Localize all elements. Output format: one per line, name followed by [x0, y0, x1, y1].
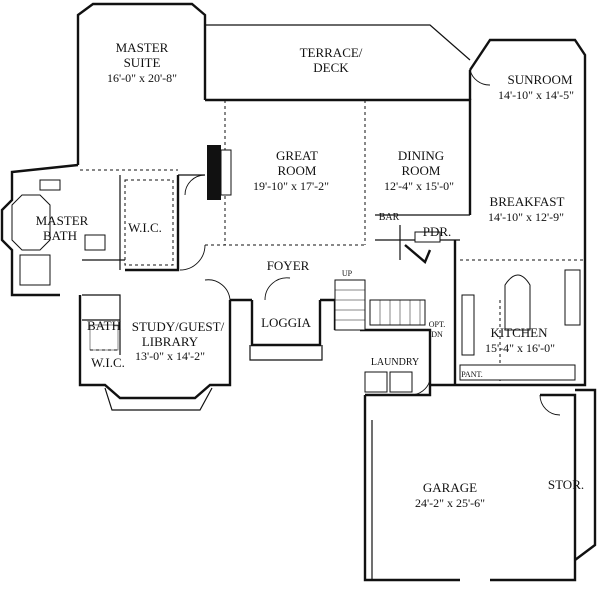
opt-dn-label-2: DN	[431, 330, 443, 339]
foyer-label: FOYER	[267, 258, 310, 273]
study-wall	[78, 295, 232, 400]
garage-label: GARAGE	[423, 480, 477, 495]
study-dims: 13'-0" x 14'-2"	[135, 349, 205, 363]
tub	[11, 194, 51, 251]
pdr-label: PDR.	[423, 224, 452, 239]
sunroom-wall	[469, 38, 587, 255]
master-bath-fixtures	[11, 179, 106, 286]
master-suite-label-2: SUITE	[124, 55, 161, 70]
stair-wall	[320, 298, 337, 330]
loggia-label: LOGGIA	[261, 315, 311, 330]
range	[564, 269, 581, 326]
garage-west-wall	[363, 395, 460, 582]
dining-room-label-2: ROOM	[401, 163, 440, 178]
study-wic-label: W.I.C.	[91, 355, 125, 370]
pdr-wall	[404, 244, 432, 264]
pantry-label: PANT.	[461, 370, 483, 379]
great-room-label-1: GREAT	[276, 148, 318, 163]
toilet	[84, 234, 106, 251]
master-bath-label-2: BATH	[43, 228, 77, 243]
room-labels: MASTER SUITE 16'-0" x 20'-8" TERRACE/ DE…	[36, 40, 584, 510]
fireplace	[207, 145, 221, 200]
kitchen-fixtures	[459, 269, 581, 381]
fireplace-hearth	[220, 149, 232, 196]
kitchen-island	[504, 274, 531, 331]
garage-east-wall	[490, 393, 577, 582]
terrace-label-1: TERRACE/	[300, 45, 363, 60]
vanity-sink	[39, 179, 61, 191]
study-label-1: STUDY/GUEST/	[132, 319, 225, 334]
laundry-wall	[360, 328, 432, 397]
pantry-shelf	[461, 294, 475, 356]
opt-dn-label-1: OPT.	[429, 320, 446, 329]
kitchen-east-wall	[540, 255, 587, 387]
sunroom-label: SUNROOM	[507, 72, 572, 87]
breakfast-dims: 14'-10" x 12'-9"	[488, 210, 564, 224]
dryer	[389, 371, 413, 393]
storage-wall	[574, 388, 597, 561]
terrace-outline	[205, 24, 471, 61]
laundry-label: LAUNDRY	[371, 357, 419, 368]
breakfast-label: BREAKFAST	[490, 194, 565, 209]
sunroom-dims: 14'-10" x 14'-5"	[498, 88, 574, 102]
bar-label: BAR	[379, 212, 400, 223]
shower	[19, 254, 51, 286]
stair-up-label: UP	[342, 269, 353, 278]
great-room-dims: 19'-10" x 17'-2"	[253, 179, 329, 193]
garage-dims: 24'-2" x 25'-6"	[415, 496, 485, 510]
terrace-label-2: DECK	[313, 60, 349, 75]
great-room-label-2: ROOM	[277, 163, 316, 178]
master-suite-label-1: MASTER	[116, 40, 169, 55]
study-label-2: LIBRARY	[142, 334, 199, 349]
master-bath-label-1: MASTER	[36, 213, 89, 228]
master-wic-wall	[125, 175, 180, 272]
laundry-fixtures	[364, 371, 413, 393]
dining-room-dims: 12'-4" x 15'-0"	[384, 179, 454, 193]
kitchen-counter	[459, 364, 576, 381]
bath-label: BATH	[87, 318, 121, 333]
loggia-wall	[250, 300, 322, 347]
closet-shelves	[89, 179, 174, 351]
kitchen-label: KITCHEN	[490, 325, 548, 340]
master-bath-wall	[0, 163, 79, 297]
master-suite-dims: 16'-0" x 20'-8"	[107, 71, 177, 85]
dining-room-label-1: DINING	[398, 148, 444, 163]
washer	[364, 371, 388, 393]
stair	[334, 279, 426, 331]
pdr-sink	[414, 231, 441, 243]
study-bay-window	[104, 387, 213, 411]
loggia-steps	[249, 345, 323, 361]
kitchen-dims: 15'-4" x 16'-0"	[485, 341, 555, 355]
master-wic-label: W.I.C.	[128, 220, 162, 235]
master-suite-wall	[76, 2, 207, 165]
door-swings	[179, 69, 561, 416]
storage-label: STOR.	[548, 477, 584, 492]
